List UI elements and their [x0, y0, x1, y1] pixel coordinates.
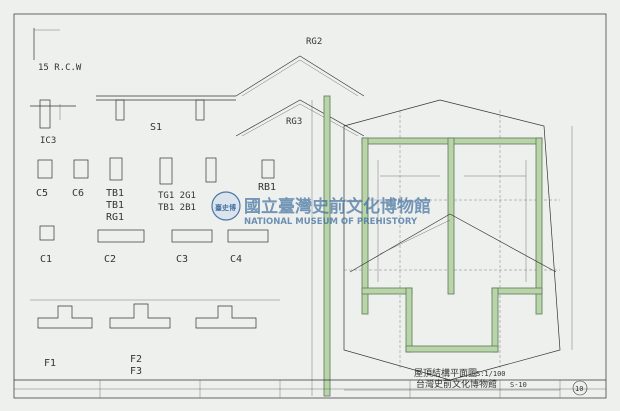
museum-watermark: 臺史博 國立臺灣史前文化博物館 NATIONAL MUSEUM OF PREHI… [211, 191, 431, 227]
drawing-border [13, 13, 607, 399]
watermark-seal: 臺史博 [215, 203, 236, 212]
label-tb1a: TB1 [106, 188, 124, 199]
column-section-row1: C5 C6 TB1 TB1 RG1 TG1 2G1 TB1 2B1 RB1 [36, 157, 276, 223]
label-rcw: 15 R.C.W [38, 63, 82, 73]
footer-title: 台灣史前文化博物館 [416, 378, 497, 390]
label-tg1b: TB1 2B1 [158, 203, 196, 213]
label-rg3: RG3 [286, 117, 302, 127]
label-tg1: TG1 2G1 [158, 191, 196, 201]
title-block: 台灣史前文化博物館 S-10 10 [14, 378, 606, 398]
roof-plan: 屋頂結構平面圖 S:1/100 [343, 99, 573, 391]
label-s1: S1 [150, 122, 162, 133]
label-c3: C3 [176, 254, 188, 265]
s1-detail: S1 [96, 95, 236, 133]
label-c1: C1 [40, 254, 52, 265]
footing-sections: F1 F2 F3 [30, 299, 280, 377]
label-f2: F2 [130, 354, 142, 365]
label-ic3: IC3 [40, 136, 56, 146]
label-c4: C4 [230, 254, 242, 265]
plan-title: 屋頂結構平面圖 [414, 367, 477, 379]
label-rb1: RB1 [258, 182, 276, 193]
label-tb1b: TB1 [106, 200, 124, 211]
plan-scale: S:1/100 [476, 370, 506, 378]
footer-sheet: S-10 [510, 381, 527, 389]
ic3-detail: IC3 [30, 99, 76, 146]
label-f3: F3 [130, 366, 142, 377]
label-f1: F1 [44, 358, 56, 369]
label-c5: C5 [36, 188, 48, 199]
watermark-english: NATIONAL MUSEUM OF PREHISTORY [244, 217, 418, 227]
label-rg1: RG1 [106, 212, 124, 223]
rcw-detail: 15 R.C.W [33, 28, 82, 73]
column-section-row2: C1 C2 C3 C4 [39, 225, 269, 265]
roof-section-upper: RG2 [235, 37, 365, 97]
label-c2: C2 [104, 254, 116, 265]
seal-icon [211, 191, 241, 221]
column-strip [311, 95, 331, 397]
roof-section-lower: RG3 [235, 99, 365, 137]
page-number-circle [572, 380, 588, 396]
watermark-chinese: 國立臺灣史前文化博物館 [244, 196, 431, 217]
label-rg2: RG2 [306, 37, 322, 47]
page-number: 10 [575, 385, 583, 393]
label-c6: C6 [72, 188, 84, 199]
